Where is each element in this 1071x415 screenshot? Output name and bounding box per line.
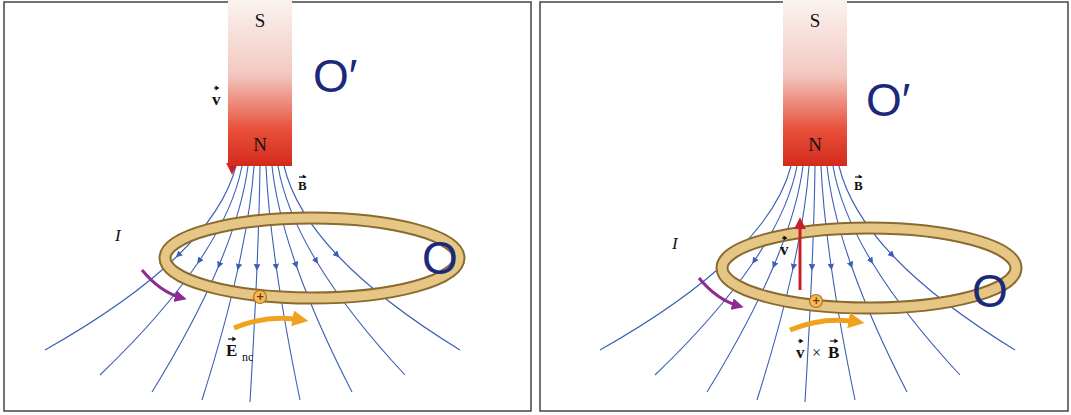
frame-label: O [422,233,458,284]
field-line [198,166,242,263]
current-label: I [115,225,121,246]
vector-arrowhead [232,337,236,342]
operator: × [812,343,821,363]
vector-arrows [214,86,863,344]
current-label: I [672,233,678,254]
pole-label: S [783,10,847,32]
vector-arrowhead [784,236,788,241]
frame-label: O′ [313,51,357,102]
field-line [832,269,855,400]
subscript: nc [242,350,253,365]
field-line [277,269,300,400]
field-lines [600,166,1015,402]
field-lines [45,166,460,402]
vector-arrowhead [834,339,838,344]
field-line [852,267,907,392]
pole-label: S [228,10,292,32]
field-label: B [828,342,839,363]
field-line [872,263,960,375]
velocity-arrow [232,112,800,290]
charge-sign: + [812,296,820,306]
field-line [757,269,793,400]
frame-label: O′ [866,75,910,126]
conducting-ring [165,218,1016,308]
velocity-label: v [780,239,789,260]
field-line [284,166,339,257]
field-line [839,166,894,257]
field-line [600,257,732,351]
frame-label: O [972,266,1008,317]
field-line [812,166,815,270]
vector-arrowhead [216,86,220,91]
field-line [821,166,832,269]
field-label: B [297,178,308,194]
field-line [297,267,352,392]
field-line [833,166,872,263]
field-label: E [226,340,237,361]
field-label: B [853,178,864,194]
field-line [45,257,177,351]
vector-arrowhead [800,339,804,344]
pole-label: N [783,134,847,156]
velocity-label: v [212,89,221,110]
charge [254,291,823,308]
charge-sign: + [256,292,264,302]
field-line [753,166,797,263]
field-line [805,270,812,403]
velocity-label: v [796,342,805,363]
pole-label: N [228,134,292,156]
bar-magnet: SN [783,0,847,166]
field-line [317,263,405,375]
direction-arrow [234,318,858,330]
bar-magnet: SN [228,0,292,166]
